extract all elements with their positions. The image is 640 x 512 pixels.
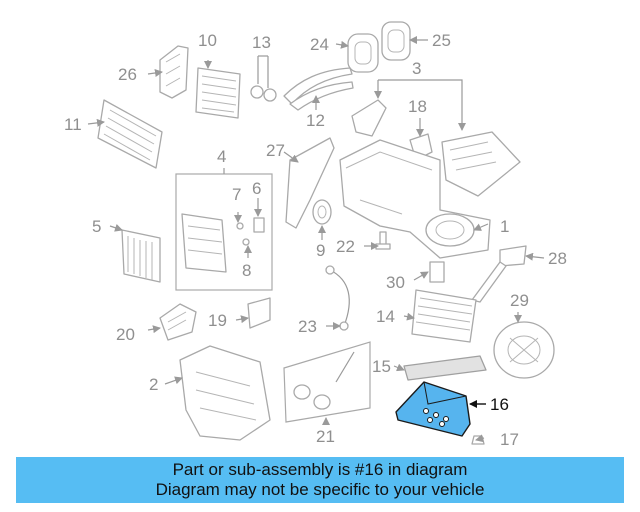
part-30-sensor bbox=[429, 261, 445, 283]
callout-7: 7 bbox=[232, 185, 241, 204]
callout-30: 30 bbox=[386, 273, 405, 292]
callout-12: 12 bbox=[306, 111, 325, 130]
part-23-wire bbox=[325, 265, 350, 331]
part-26-bracket bbox=[159, 45, 189, 99]
part-1-housing bbox=[339, 139, 491, 259]
callout-9: 9 bbox=[316, 241, 325, 260]
callout-27: 27 bbox=[266, 141, 285, 160]
part-13-expansion-valve bbox=[250, 85, 277, 102]
callout-16[interactable]: 16 bbox=[490, 395, 509, 414]
callout-11: 11 bbox=[64, 115, 82, 134]
callout-20: 20 bbox=[116, 325, 135, 344]
part-14-core bbox=[411, 289, 477, 343]
part-21-kit bbox=[283, 341, 371, 423]
callout-labels: 1 2 3 4 5 6 7 8 9 10 11 12 13 14 15 16 1… bbox=[64, 31, 567, 449]
part-20-actuator bbox=[159, 303, 197, 341]
part-15-duct bbox=[403, 355, 487, 381]
callout-4: 4 bbox=[217, 147, 226, 166]
part-5-cabin-filter bbox=[121, 229, 161, 283]
callout-5: 5 bbox=[92, 217, 101, 236]
part-24-seal bbox=[347, 33, 379, 73]
part-9-grommet bbox=[312, 199, 332, 225]
callout-1: 1 bbox=[500, 217, 509, 236]
part-19-resistor bbox=[247, 297, 271, 329]
callout-6: 6 bbox=[252, 179, 261, 198]
callout-2: 2 bbox=[149, 375, 158, 394]
callout-15: 15 bbox=[372, 357, 391, 376]
part-11-heater-core bbox=[97, 99, 163, 169]
part-4-filter-kit bbox=[175, 173, 273, 291]
callout-17: 17 bbox=[500, 430, 519, 449]
part-29-blower-motor bbox=[493, 321, 555, 379]
callout-19: 19 bbox=[208, 311, 227, 330]
callout-26: 26 bbox=[118, 65, 137, 84]
callout-29: 29 bbox=[510, 291, 529, 310]
callout-23: 23 bbox=[298, 317, 317, 336]
callout-25: 25 bbox=[432, 31, 451, 50]
callout-13: 13 bbox=[252, 33, 271, 52]
part-12-ac-lines bbox=[283, 67, 354, 111]
callout-14: 14 bbox=[376, 307, 395, 326]
part-16-highlighted[interactable] bbox=[395, 381, 471, 437]
leader-lines bbox=[87, 36, 545, 443]
part-22-bolt bbox=[375, 231, 391, 250]
callout-18: 18 bbox=[408, 97, 427, 116]
callout-28: 28 bbox=[548, 249, 567, 268]
part-10-evaporator bbox=[195, 67, 241, 119]
callout-22: 22 bbox=[336, 237, 355, 256]
parts-diagram: 1 2 3 4 5 6 7 8 9 10 11 12 13 14 15 16 1… bbox=[64, 21, 567, 449]
banner-line-1: Part or sub-assembly is #16 in diagram bbox=[172, 460, 468, 479]
part-2-housing bbox=[179, 345, 271, 441]
banner-line-2: Diagram may not be specific to your vehi… bbox=[155, 480, 485, 499]
callout-24: 24 bbox=[310, 35, 329, 54]
part-28-bracket bbox=[471, 245, 527, 303]
callout-3: 3 bbox=[412, 59, 421, 78]
callout-8: 8 bbox=[242, 261, 251, 280]
part-3-case bbox=[351, 99, 521, 197]
info-banner: Part or sub-assembly is #16 in diagram D… bbox=[16, 457, 624, 503]
callout-10: 10 bbox=[198, 31, 217, 50]
part-25-seal bbox=[381, 21, 411, 61]
callout-21: 21 bbox=[316, 427, 335, 446]
